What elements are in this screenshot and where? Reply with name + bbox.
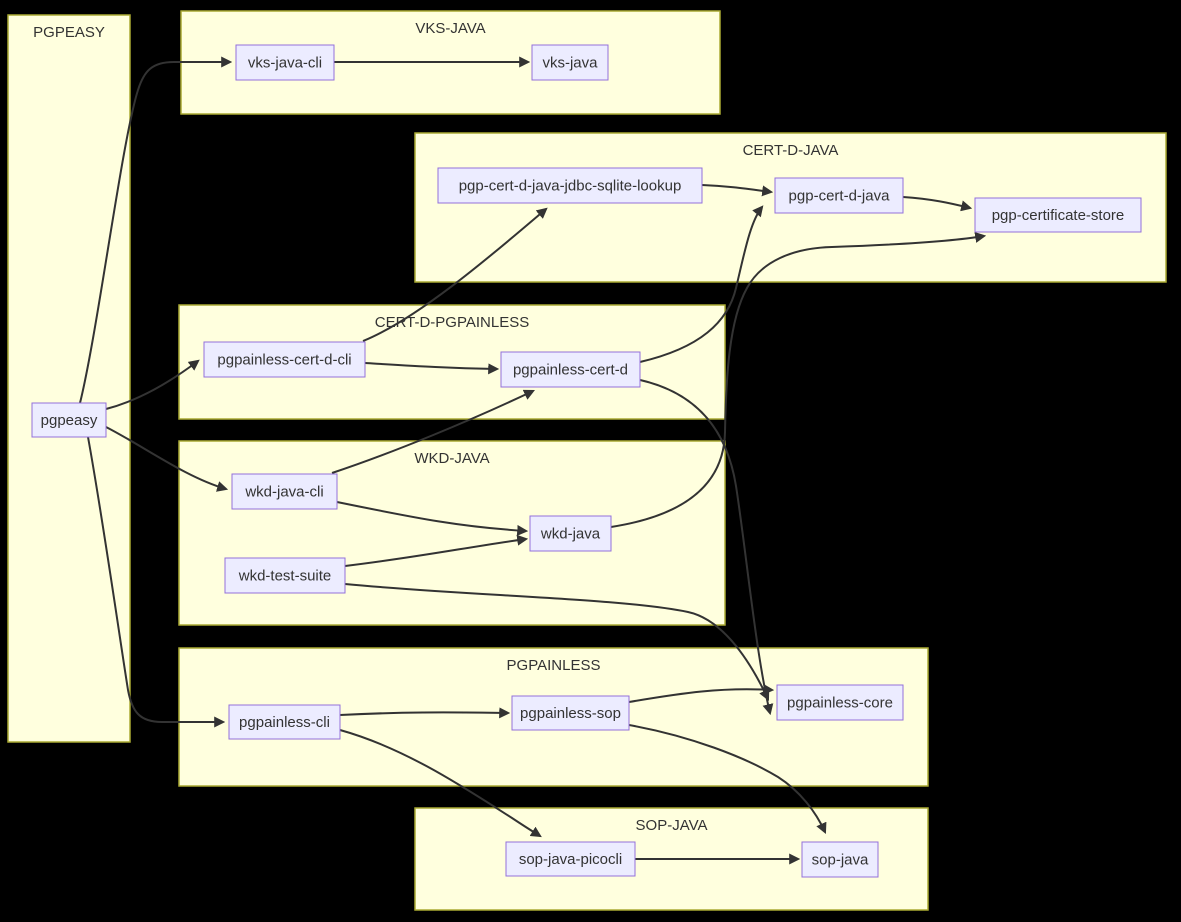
node-box-sop-java [801,841,879,878]
edge-pgpeasy--wkd-java-cli [105,426,229,492]
cluster-title-vks-java-group: VKS-JAVA [415,20,485,37]
cluster-wkd-java-group: WKD-JAVA [178,440,726,626]
node-pgpainless-cli: pgpainless-cli [228,704,341,740]
cluster-title-cert-d-pgpainless-group: CERT-D-PGPAINLESS [375,314,529,331]
edge-pgp-cert-d-java-jdbc-sqlite-lookup--pgp-cert-d-java [701,184,774,197]
node-pgpainless-cert-d-cli: pgpainless-cert-d-cli [203,341,366,378]
node-box-pgpainless-core [776,684,904,721]
node-box-vks-java [531,44,609,81]
node-pgpainless-sop: pgpainless-sop [511,695,630,731]
node-box-pgpeasy [31,402,107,438]
node-box-pgp-cert-d-java [774,177,904,214]
node-label-pgp-cert-d-java-jdbc-sqlite-lookup: pgp-cert-d-java-jdbc-sqlite-lookup [459,178,682,195]
node-label-vks-java: vks-java [542,55,598,72]
edge-pgpeasy--pgpainless-cert-d-cli [105,359,200,410]
edge-pgpeasy--pgpainless-cli [87,436,226,728]
cluster-box-pgpeasy-group [7,14,131,743]
node-label-pgpainless-cert-d-cli: pgpainless-cert-d-cli [217,352,351,369]
node-vks-java: vks-java [531,44,609,81]
node-pgpainless-core: pgpainless-core [776,684,904,721]
cluster-title-wkd-java-group: WKD-JAVA [414,450,489,467]
node-box-wkd-test-suite [224,557,346,594]
node-wkd-java: wkd-java [529,515,612,552]
edge-pgpainless-cert-d--pgpainless-core [639,379,774,716]
node-label-wkd-test-suite: wkd-test-suite [238,568,332,585]
cluster-box-wkd-java-group [178,440,726,626]
edge-pgpainless-cli--pgpainless-sop [339,707,511,719]
node-sop-java-picocli: sop-java-picocli [505,841,636,877]
cluster-title-pgpeasy-group: PGPEASY [33,24,105,41]
node-pgpeasy: pgpeasy [31,402,107,438]
cluster-title-cert-d-java-group: CERT-D-JAVA [743,142,839,159]
edge-wkd-test-suite--wkd-java [344,534,529,567]
node-label-pgpainless-cert-d: pgpainless-cert-d [513,362,628,379]
node-box-sop-java-picocli [505,841,636,877]
edge-pgpainless-cert-d--pgp-cert-d-java [639,205,764,363]
node-wkd-java-cli: wkd-java-cli [231,473,338,510]
node-label-sop-java-picocli: sop-java-picocli [519,851,622,868]
node-pgpainless-cert-d: pgpainless-cert-d [500,351,641,388]
node-label-pgpeasy: pgpeasy [41,412,98,429]
edge-pgpainless-cert-d-cli--pgp-cert-d-java-jdbc-sqlite-lookup [362,207,548,342]
node-vks-java-cli: vks-java-cli [235,44,335,81]
node-label-wkd-java-cli: wkd-java-cli [244,484,323,501]
node-label-vks-java-cli: vks-java-cli [248,55,322,72]
node-box-vks-java-cli [235,44,335,81]
node-pgp-cert-d-java-jdbc-sqlite-lookup: pgp-cert-d-java-jdbc-sqlite-lookup [437,167,703,204]
node-box-pgp-certificate-store [974,197,1142,233]
node-box-pgpainless-cert-d-cli [203,341,366,378]
edge-wkd-java-cli--wkd-java [336,501,529,536]
cluster-title-pgpainless-group: PGPAINLESS [507,657,601,674]
edge-pgpainless-sop--pgpainless-core [628,683,775,703]
node-sop-java: sop-java [801,841,879,878]
node-pgp-certificate-store: pgp-certificate-store [974,197,1142,233]
node-box-pgpainless-sop [511,695,630,731]
edge-wkd-java--pgp-certificate-store [610,232,987,528]
node-label-pgpainless-core: pgpainless-core [787,695,893,712]
node-label-pgpainless-cli: pgpainless-cli [239,714,330,731]
cluster-title-sop-java-group: SOP-JAVA [636,817,708,834]
edge-pgpainless-sop--sop-java [628,724,827,835]
edge-pgpainless-cli--sop-java-picocli [339,729,542,838]
node-box-wkd-java [529,515,612,552]
node-label-sop-java: sop-java [812,852,869,869]
node-box-wkd-java-cli [231,473,338,510]
node-pgp-cert-d-java: pgp-cert-d-java [774,177,904,214]
node-wkd-test-suite: wkd-test-suite [224,557,346,594]
edge-wkd-java-cli--pgpainless-cert-d [331,389,535,474]
edge-wkd-test-suite--pgpainless-core [344,583,770,701]
node-label-pgp-cert-d-java: pgp-cert-d-java [789,188,891,205]
edge-pgpeasy--vks-java-cli [79,56,233,404]
node-label-pgpainless-sop: pgpainless-sop [520,705,621,722]
node-label-pgp-certificate-store: pgp-certificate-store [992,207,1125,224]
edge-pgp-cert-d-java--pgp-certificate-store [902,196,973,212]
node-box-pgpainless-cert-d [500,351,641,388]
node-label-wkd-java: wkd-java [540,526,601,543]
edge-pgpainless-cert-d-cli--pgpainless-cert-d [364,362,500,375]
node-box-pgpainless-cli [228,704,341,740]
node-box-pgp-cert-d-java-jdbc-sqlite-lookup [437,167,703,204]
cluster-pgpeasy-group: PGPEASY [7,14,131,743]
